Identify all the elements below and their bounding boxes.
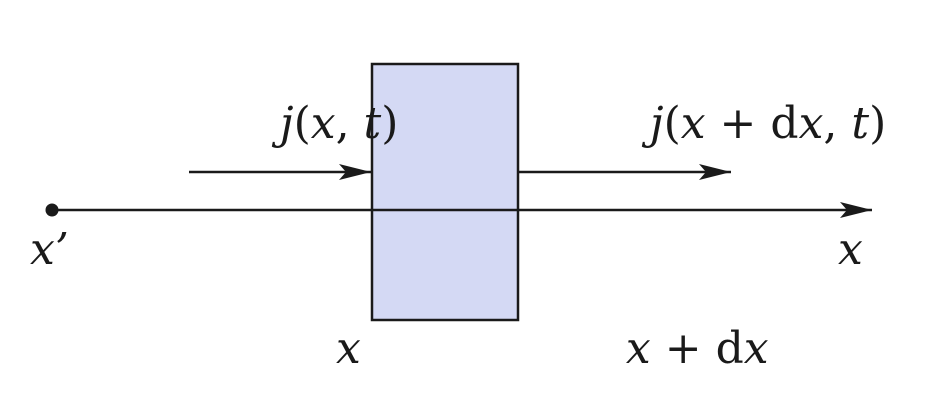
flux-out-label: j(x + dx, t) bbox=[552, 98, 928, 149]
right-edge-label: x + dx bbox=[528, 323, 839, 374]
origin-point bbox=[45, 203, 59, 217]
flux-in-label: j(x, t) bbox=[182, 98, 468, 149]
origin-label: x’ bbox=[30, 224, 69, 275]
left-edge-label: x bbox=[336, 323, 361, 374]
volume-element bbox=[370, 62, 520, 322]
axis-label: x bbox=[838, 224, 863, 275]
